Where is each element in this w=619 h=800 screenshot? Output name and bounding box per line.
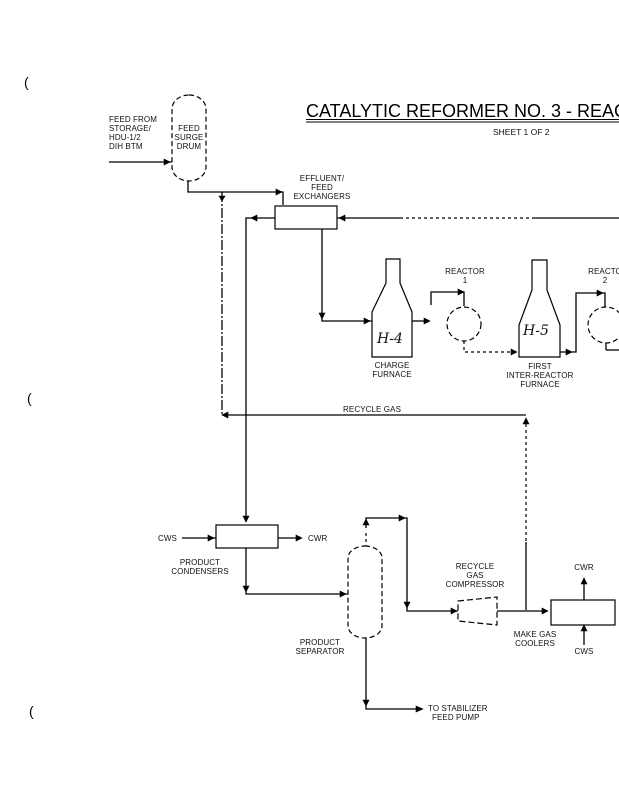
drum-label-line-2: SURGE [174,133,204,142]
effluent-feed-exchanger [274,205,338,230]
compressor-label-line-1: RECYCLE [455,562,495,571]
recycle-gas-label: RECYCLE GAS [343,405,402,414]
separator-inlet-arrow [339,590,347,598]
exchanger-to-furnace-line [321,229,372,322]
inter-reactor-furnace-shape [518,259,561,358]
reactor-1-line-2: 1 [462,276,468,285]
charge-furnace-line-2: FURNACE [372,370,412,379]
cooler-cwr-label: CWR [574,563,594,572]
product-separator-label: PRODUCT SEPARATOR [290,638,350,656]
feed-source-line-2: STORAGE/ [109,124,151,133]
compressor-label-line-3: COMPRESSOR [445,580,505,589]
exchanger-label-line-1: EFFLUENT/ [299,174,345,183]
recycle-compressor-label: RECYCLE GAS COMPRESSOR [440,562,510,589]
separator-label-line-1: PRODUCT [299,638,341,647]
reactor-1-vessel [446,306,482,342]
stabilizer-line-2: FEED PUMP [432,713,480,722]
reactor1-inlet-arrow [457,288,465,296]
coolers-label-line-1: MAKE GAS [513,630,557,639]
separator-label-line-2: SEPARATOR [295,647,345,656]
furnace-inlet-arrow [363,317,371,325]
reactor1-inlet-line [430,291,465,306]
binder-mark-middle: ( [27,390,32,406]
overhead-right-arrow [398,514,406,522]
furnace-inlet-arrow-down [318,312,326,320]
feed-source-line-3: HDU-1/2 [109,133,141,142]
condenser-label-line-2: CONDENSERS [171,567,229,576]
condenser-label-line-1: PRODUCT [179,558,221,567]
cooler-cws-label: CWS [574,647,594,656]
condenser-to-separator-line [245,548,348,595]
cooler-cws-arrow [580,624,588,632]
feed-surge-drum-vessel [171,94,207,182]
drum-to-exchanger-line [187,181,284,205]
reactor-1-line-1: REACTOR [445,267,485,276]
effluent-inlet-arrow [338,214,346,222]
drum-label-line-1: FEED [178,124,200,133]
inter-furnace-line-3: FURNACE [520,380,560,389]
inter-reactor-furnace-tag: H-5 [523,323,549,339]
make-gas-coolers-label: MAKE GAS COOLERS [505,630,565,648]
reactor-2-line-1: REACTO [588,267,619,276]
cws-inlet-arrow [207,534,215,542]
inter-furnace-line-1: FIRST [528,362,552,371]
condenser-cws-label: CWS [158,534,177,543]
diagram-title: CATALYTIC REFORMER NO. 3 - REACT [306,101,619,121]
condenser-outlet-arrow [242,585,250,593]
charge-furnace-label: CHARGE FURNACE [362,361,422,379]
condenser-inlet-arrow [242,515,250,523]
reactor2-inlet-arrow [596,289,604,297]
exchanger-label-line-2: FEED [311,183,333,192]
product-separator-vessel [347,545,383,639]
feed-source-label: FEED FROM STORAGE/ HDU-1/2 DIH BTM [109,115,157,151]
exchanger-outlet-arrow [250,214,258,222]
overhead-up-arrow [362,518,370,526]
exchanger-label-line-3: EXCHANGERS [293,192,351,201]
stabilizer-line-1: TO STABILIZER [428,704,488,713]
feed-surge-drum-label: FEED SURGE DRUM [172,124,206,151]
reactor1-to-h5-line [463,341,518,353]
product-condenser [215,524,279,549]
feed-source-line-1: FEED FROM [109,115,158,124]
feed-source-line-4: DIH BTM [109,142,143,151]
drum-label-line-3: DRUM [176,142,202,151]
stabilizer-label: TO STABILIZER FEED PUMP [428,704,488,722]
recycle-junction-arrow [218,195,226,202]
overhead-down-arrow [403,601,411,609]
cwr-outlet-arrow [295,534,303,542]
make-gas-cooler [550,599,616,626]
charge-furnace-line-1: CHARGE [374,361,410,370]
charge-furnace-shape [371,258,413,358]
reactor-2-line-2: 2 [602,276,608,285]
furnace-outlet-arrow [423,317,431,325]
binder-mark-top: ( [24,74,29,90]
compressor-label-line-2: GAS [466,571,484,580]
coolers-inlet-arrow [541,607,549,615]
inter-furnace-line-2: INTER-REACTOR [506,371,574,380]
charge-furnace-tag: H-4 [377,331,403,347]
bottoms-down-arrow [362,699,370,707]
sheet-number: SHEET 1 OF 2 [493,127,550,137]
reactor-2-label: REACTO 2 [580,267,619,285]
recycle-gas-left-arrow [221,411,229,419]
h5-inlet-arrow [510,348,518,356]
reactor-2-vessel [587,306,619,344]
cooler-cwr-arrow [580,577,588,585]
effluent-exchangers-label: EFFLUENT/ FEED EXCHANGERS [282,174,362,201]
condenser-cwr-label: CWR [308,534,328,543]
separator-bottoms-line [365,638,420,710]
coolers-label-line-2: COOLERS [515,639,555,648]
recycle-gas-up-arrow [522,417,530,425]
reactor-1-label: REACTOR 1 [440,267,490,285]
inter-reactor-furnace-label: FIRST INTER-REACTOR FURNACE [495,362,585,389]
exchanger-to-condenser-line [245,217,275,522]
product-condensers-label: PRODUCT CONDENSERS [165,558,235,576]
stabilizer-arrow [415,705,424,713]
h5-outlet-arrow [565,348,573,356]
compressor-inlet-arrow [450,607,458,615]
exchanger-inlet-arrow [275,188,283,196]
recycle-compressor-shape [457,596,498,626]
binder-mark-bottom: ( [29,703,34,719]
feed-arrow [163,158,171,166]
